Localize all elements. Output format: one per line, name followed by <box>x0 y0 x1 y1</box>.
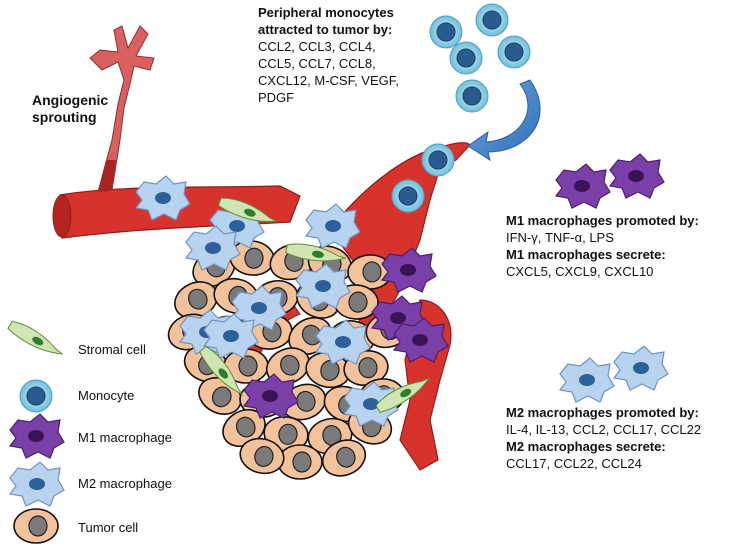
tumor-cell <box>277 444 323 480</box>
peripheral-list-line-2: CCL5, CCL7, CCL8, <box>258 56 376 71</box>
peripheral-title-line-1: Peripheral monocytes <box>258 5 394 20</box>
m2-secrete-title: M2 macrophages secrete: <box>506 439 666 454</box>
m1-secrete-title: M1 macrophages secrete: <box>506 247 666 262</box>
m1-secrete-list: CXCL5, CXCL9, CXCL10 <box>506 264 654 279</box>
m2-promoted-title: M2 macrophages promoted by: <box>506 405 699 420</box>
legend-monocyte-label: Monocyte <box>78 388 135 403</box>
peripheral-list-line-3: CXCL12, M-CSF, VEGF, <box>258 73 399 88</box>
angiogenic-label: Angiogenic sprouting <box>32 92 108 126</box>
recruitment-arrow <box>467 79 541 162</box>
angiogenic-line-2: sprouting <box>32 109 97 125</box>
m2-macrophage-icon <box>613 345 669 391</box>
legend-icons <box>6 317 67 544</box>
peripheral-monocyte-block: Peripheral monocytes attracted to tumor … <box>258 4 399 106</box>
m1-macrophage-icon <box>555 163 611 209</box>
peripheral-list-line-1: CCL2, CCL3, CCL4, <box>258 39 376 54</box>
peripheral-title-line-2: attracted to tumor by: <box>258 22 393 37</box>
monocyte-in-vessel <box>391 179 425 213</box>
legend-m2-label: M2 macrophage <box>78 476 172 491</box>
monocyte-in-vessel <box>421 143 455 177</box>
angiogenic-line-1: Angiogenic <box>32 92 109 108</box>
legend-m1-label: M1 macrophage <box>78 430 172 445</box>
m1-info-block: M1 macrophages promoted by: IFN-γ, TNF-α… <box>506 212 699 280</box>
m1-promoted-title: M1 macrophages promoted by: <box>506 213 699 228</box>
m1-macrophage-icon <box>609 153 665 199</box>
legend-tumor-label: Tumor cell <box>78 520 139 535</box>
m2-promoted-list: IL-4, IL-13, CCL2, CCL17, CCL22 <box>506 422 702 437</box>
peripheral-monocytes <box>429 3 531 113</box>
legend-stromal-label: Stromal cell <box>78 342 146 357</box>
m2-info-block: M2 macrophages promoted by: IL-4, IL-13,… <box>506 404 701 472</box>
m1-promoted-list: IFN-γ, TNF-α, LPS <box>506 230 614 245</box>
peripheral-list-line-4: PDGF <box>258 90 295 105</box>
m2-secrete-list: CCL17, CCL22, CCL24 <box>506 456 642 471</box>
m2-macrophage-icon <box>559 357 615 403</box>
